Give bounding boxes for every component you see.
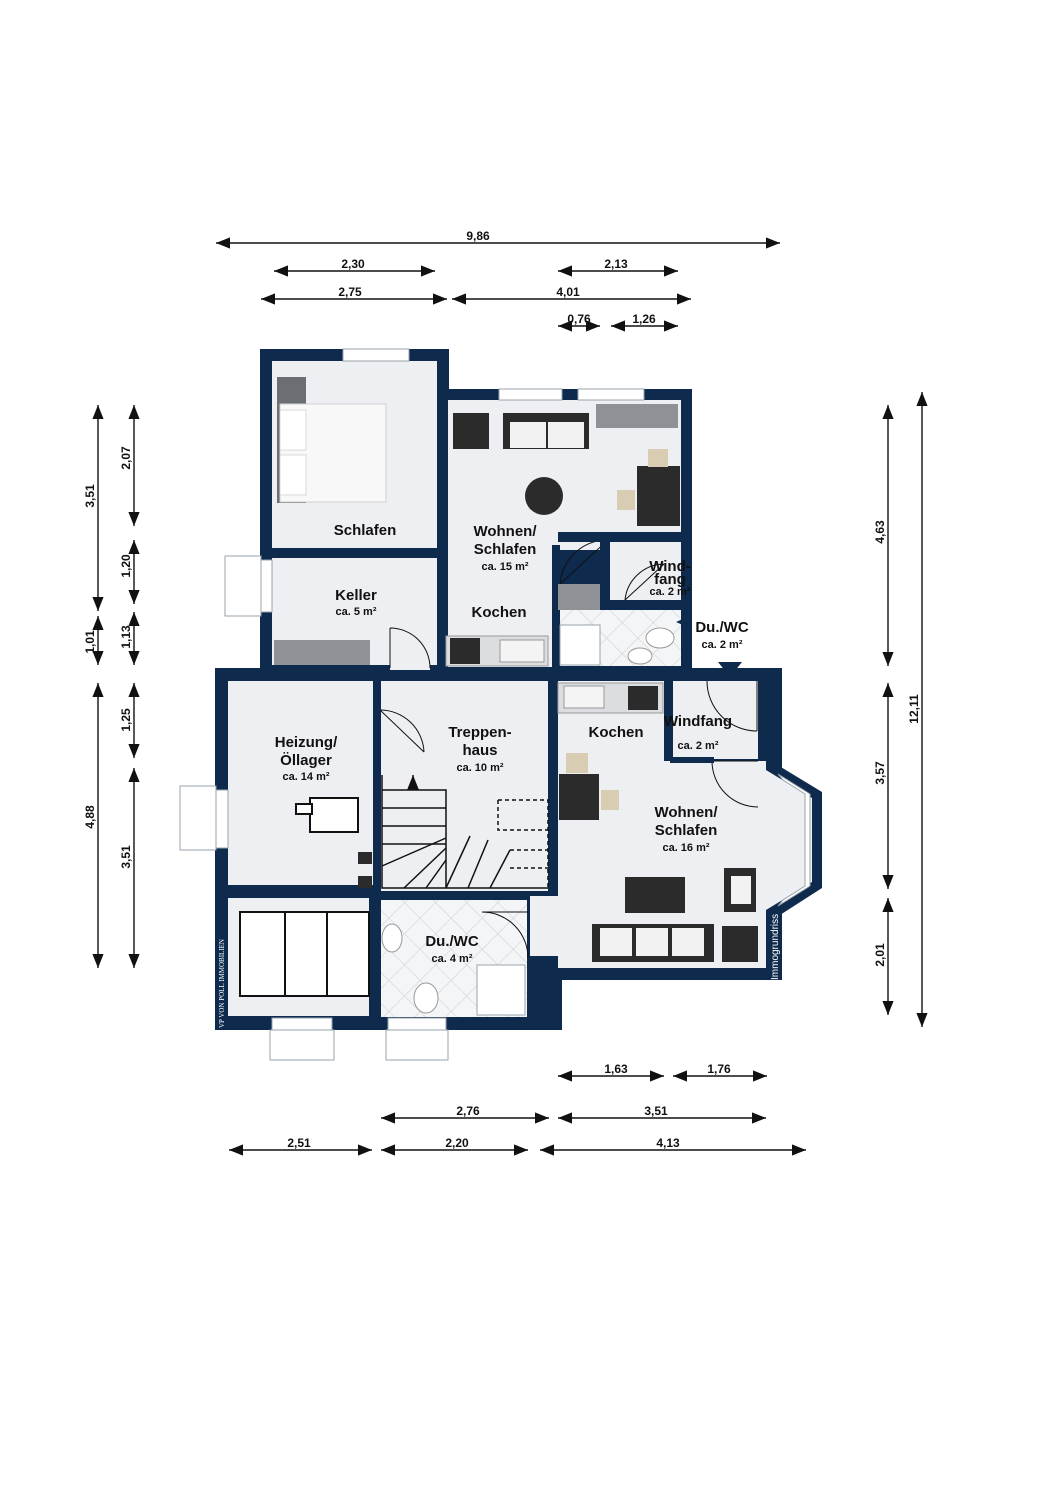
room-labels: Schlafen Wohnen/ Schlafen ca. 15 m² Kell… [275, 522, 749, 965]
dim-bottom-1-76: 1,76 [707, 1062, 731, 1076]
area-treppenhaus: ca. 10 m² [456, 762, 503, 774]
label-treppenhaus-1: Treppen- [448, 724, 511, 741]
label-windfang-oben-1: Wind- [649, 558, 691, 575]
dim-right-3-57: 3,57 [873, 761, 887, 785]
watermark-text: Immogrundriss [770, 914, 781, 980]
dim-right-4-63: 4,63 [873, 520, 887, 544]
dim-top-1-26: 1,26 [632, 312, 656, 326]
dim-left-1-13: 1,13 [119, 625, 133, 649]
area-duwc-unten: ca. 4 m² [432, 953, 473, 965]
dim-top-2-30: 2,30 [341, 257, 365, 271]
label-wohnen-oben-1: Wohnen/ [473, 523, 537, 540]
label-wohnen-unten-1: Wohnen/ [654, 804, 718, 821]
label-wohnen-oben-2: Schlafen [474, 541, 537, 558]
dim-bottom-2-76: 2,76 [456, 1104, 480, 1118]
dim-left-2-07: 2,07 [119, 446, 133, 470]
dim-left-1-01: 1,01 [83, 630, 97, 654]
doors [379, 539, 759, 959]
windows [179, 348, 811, 1061]
dim-top-0-76: 0,76 [567, 312, 591, 326]
dim-right-12-11: 12,11 [907, 694, 921, 724]
area-heizung: ca. 14 m² [282, 771, 329, 783]
label-keller: Keller [335, 587, 377, 604]
dim-bottom-2-20: 2,20 [445, 1136, 469, 1150]
area-keller: ca. 5 m² [336, 606, 377, 618]
label-windfang-oben-2: fang [654, 571, 686, 588]
dim-left-1-20: 1,20 [119, 554, 133, 578]
label-heizung-2: Öllager [280, 752, 332, 769]
dim-top-9-86: 9,86 [466, 229, 490, 243]
left-dimensions: 3,51 2,07 1,20 1,01 1,13 1,25 4,88 3,51 [83, 405, 140, 968]
dim-left-4-88: 4,88 [83, 805, 97, 829]
dim-right-2-01: 2,01 [873, 943, 887, 967]
dim-left-3-51b: 3,51 [119, 845, 133, 869]
label-schlafen: Schlafen [334, 522, 397, 539]
dim-top-2-13: 2,13 [604, 257, 628, 271]
dim-bottom-4-13: 4,13 [656, 1136, 680, 1150]
label-duwc-unten: Du./WC [425, 933, 478, 950]
dim-top-4-01: 4,01 [556, 285, 580, 299]
furniture [239, 377, 758, 1016]
dim-left-3-51a: 3,51 [83, 484, 97, 508]
label-kochen-unten: Kochen [588, 724, 643, 741]
dim-left-1-25: 1,25 [119, 708, 133, 732]
area-duwc-oben: ca. 2 m² [702, 639, 743, 651]
area-wohnen-unten: ca. 16 m² [662, 842, 709, 854]
dim-bottom-1-63: 1,63 [604, 1062, 628, 1076]
label-kochen-oben: Kochen [471, 604, 526, 621]
label-treppenhaus-2: haus [462, 742, 497, 759]
right-dimensions: 4,63 12,11 3,57 2,01 [873, 392, 928, 1027]
label-wohnen-unten-2: Schlafen [655, 822, 718, 839]
bottom-dimensions: 1,63 1,76 2,76 3,51 2,51 2,20 4,13 [229, 1062, 806, 1156]
dim-top-2-75: 2,75 [338, 285, 362, 299]
label-heizung-1: Heizung/ [275, 734, 338, 751]
dim-bottom-3-51: 3,51 [644, 1104, 668, 1118]
label-windfang-unten: Windfang [664, 713, 732, 730]
label-duwc-oben: Du./WC [695, 619, 748, 636]
logo: VP VON POLL IMMOBILIEN [218, 939, 226, 1028]
area-windfang-oben: ca. 2 m² [650, 586, 691, 598]
dim-bottom-2-51: 2,51 [287, 1136, 311, 1150]
top-dimensions: 9,86 2,30 2,13 2,75 4,01 0,76 1,26 [216, 229, 780, 332]
area-wohnen-oben: ca. 15 m² [481, 561, 528, 573]
area-windfang-unten: ca. 2 m² [678, 740, 719, 752]
